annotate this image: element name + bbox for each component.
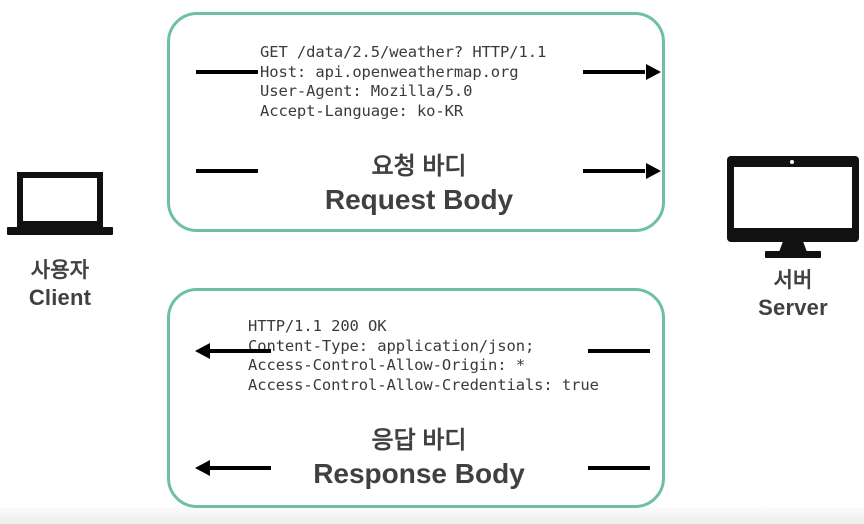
arrow-head — [195, 460, 210, 476]
request-body-label: 요청 바디 Request Body — [170, 151, 668, 219]
line-segment — [196, 70, 258, 74]
line-segment — [209, 466, 271, 470]
bottom-band — [0, 508, 864, 524]
response-message-box: HTTP/1.1 200 OK Content-Type: applicatio… — [167, 288, 665, 508]
response-body-right-line — [588, 466, 650, 470]
response-headers-right-line — [588, 349, 650, 353]
server-label-en: Server — [758, 295, 828, 321]
request-message-box: GET /data/2.5/weather? HTTP/1.1 Host: ap… — [167, 12, 665, 232]
server-label: 서버 Server — [722, 268, 864, 322]
request-body-right-arrow-icon — [583, 163, 661, 179]
client-label: 사용자 Client — [0, 258, 120, 312]
request-headers-left-line — [196, 70, 258, 74]
response-headers-left-arrow-icon — [195, 343, 273, 359]
arrow-head — [195, 343, 210, 359]
line-segment — [583, 70, 645, 74]
request-body-label-en: Request Body — [324, 184, 514, 216]
request-headers-text: GET /data/2.5/weather? HTTP/1.1 Host: ap… — [260, 43, 547, 120]
line-segment — [588, 466, 650, 470]
client-label-ko: 사용자 — [30, 259, 90, 282]
server-label-ko: 서버 — [773, 269, 813, 292]
laptop-icon — [7, 172, 113, 238]
monitor-camera-dot — [790, 160, 794, 164]
monitor-stand-neck — [779, 240, 807, 252]
line-segment — [583, 169, 645, 173]
client-label-en: Client — [28, 285, 92, 311]
monitor-stand-foot — [765, 251, 821, 258]
line-segment — [588, 349, 650, 353]
line-segment — [196, 169, 258, 173]
arrow-head — [646, 64, 661, 80]
server-endpoint: 서버 Server — [722, 156, 864, 322]
line-segment — [209, 349, 271, 353]
request-body-label-ko: 요청 바디 — [371, 153, 467, 180]
request-body-left-line — [196, 169, 258, 173]
monitor-icon — [727, 156, 859, 258]
monitor-screen — [734, 167, 852, 228]
laptop-base — [7, 227, 113, 235]
response-headers-text: HTTP/1.1 200 OK Content-Type: applicatio… — [248, 317, 599, 394]
arrow-head — [646, 163, 661, 179]
laptop-screen — [17, 172, 103, 227]
response-body-label: 응답 바디 Response Body — [170, 425, 668, 493]
monitor-bezel — [727, 156, 859, 242]
request-headers-right-arrow-icon — [583, 64, 661, 80]
response-body-left-arrow-icon — [195, 460, 273, 476]
response-body-label-en: Response Body — [313, 458, 525, 490]
response-body-label-ko: 응답 바디 — [371, 427, 467, 454]
client-endpoint: 사용자 Client — [0, 172, 120, 312]
